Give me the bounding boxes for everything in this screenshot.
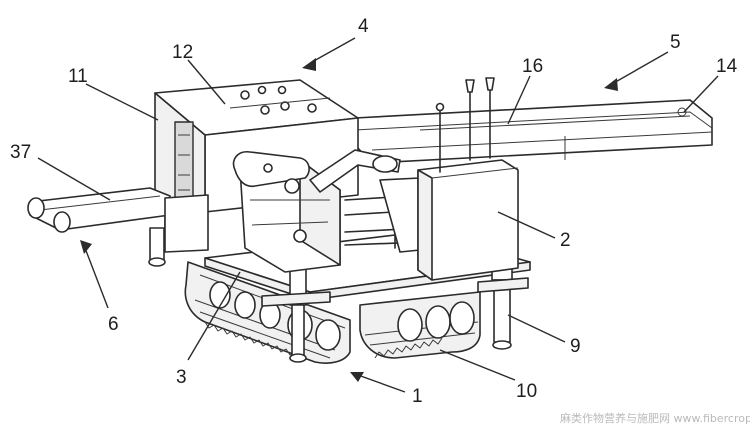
callout-11: 11: [68, 66, 88, 87]
callout-3: 3: [176, 367, 187, 388]
leader-5: [611, 51, 669, 85]
support-leg-left: [148, 227, 166, 267]
control-levers: [435, 77, 495, 173]
callout-6: 6: [108, 314, 119, 335]
leader-4: [311, 37, 356, 63]
control-box: [417, 159, 519, 281]
arrowhead-5: [604, 78, 618, 91]
callout-37: 37: [10, 142, 31, 163]
leader-12: [187, 59, 226, 105]
leader-11: [85, 83, 159, 121]
arrowhead-6: [80, 240, 92, 254]
callout-14: 14: [716, 56, 738, 77]
callout-labels: 1 2 3 4 5 6 9 10 11 12 14 16 37: [10, 16, 738, 407]
leader-9: [507, 314, 566, 343]
leader-1: [357, 374, 406, 393]
leader-lines: [37, 37, 719, 393]
leader-2: [497, 211, 556, 239]
track-wheels-rear: [397, 301, 475, 342]
leader-6: [84, 247, 109, 309]
leader-3: [187, 271, 241, 361]
callout-9: 9: [570, 336, 581, 357]
callout-5: 5: [670, 32, 681, 53]
leader-14: [683, 75, 719, 113]
callout-12: 12: [172, 42, 193, 63]
guide-rail-long: [354, 99, 713, 164]
feed-conveyor: [27, 187, 209, 253]
leader-16: [507, 75, 531, 125]
callout-4: 4: [358, 16, 369, 37]
arrowhead-1: [350, 372, 364, 382]
leader-37: [37, 157, 111, 201]
watermark: 麻类作物营养与施肥网 www.fibercrops.com: [560, 411, 750, 425]
callout-2: 2: [560, 230, 571, 251]
callout-1: 1: [412, 386, 423, 407]
leader-10: [439, 349, 516, 381]
engine: [232, 149, 401, 273]
callout-10: 10: [516, 381, 537, 402]
arrowhead-4: [302, 58, 316, 71]
callout-16: 16: [522, 56, 543, 77]
